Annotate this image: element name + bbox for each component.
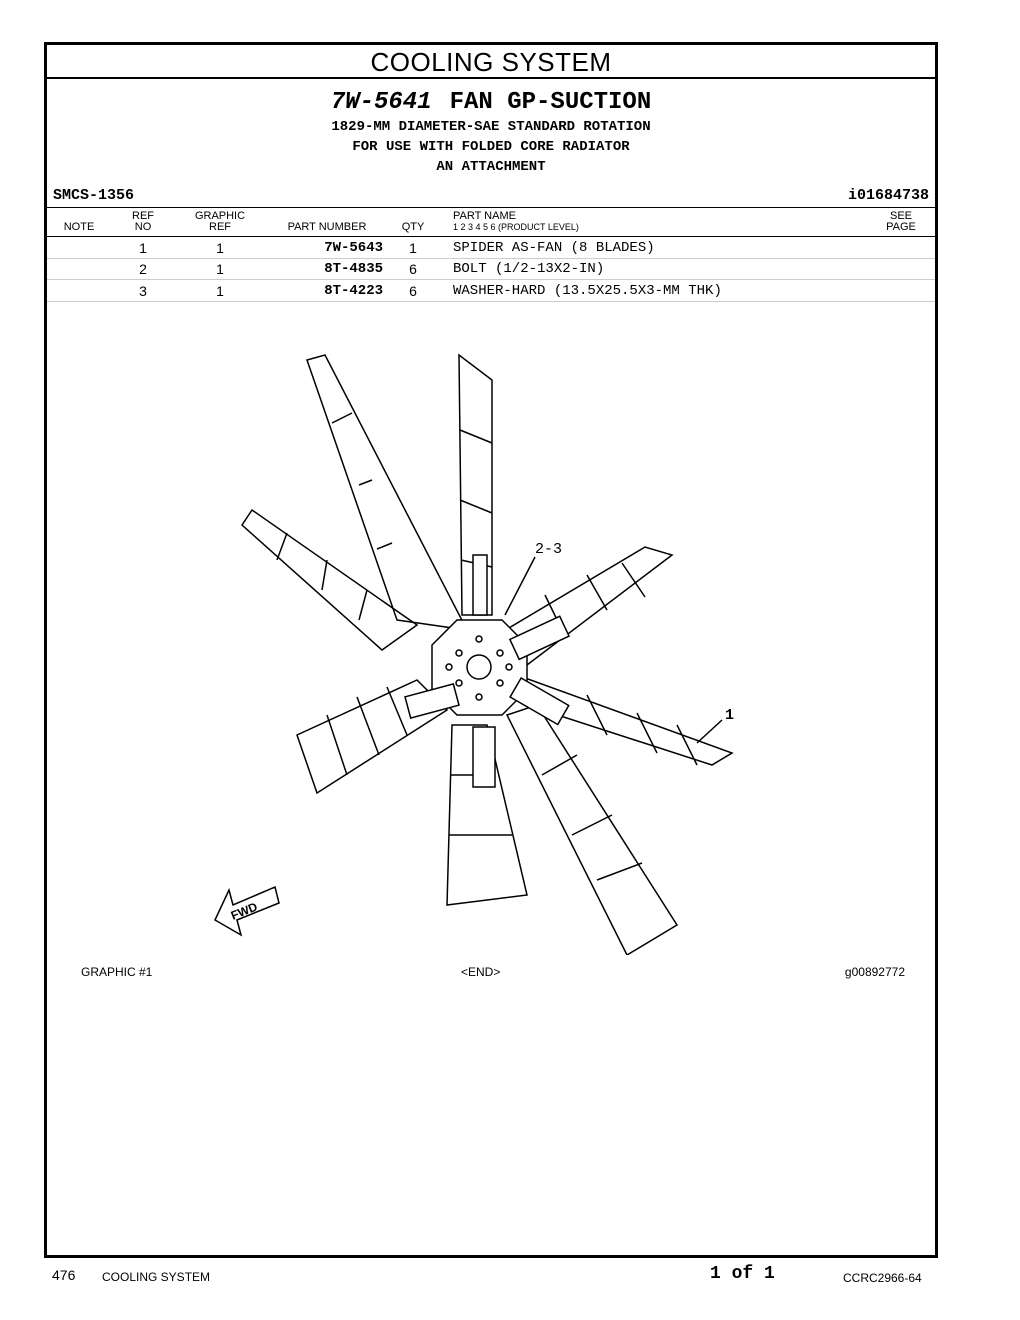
group-description-2: FOR USE WITH FOLDED CORE RADIATOR	[352, 139, 630, 155]
col-part-number: PART NUMBER	[287, 221, 367, 233]
doc-code: CCRC2966-64	[843, 1271, 922, 1285]
row-part-number[interactable]: 7W-5643	[324, 240, 383, 256]
group-description-3: AN ATTACHMENT	[436, 159, 546, 175]
section-title: COOLING SYSTEM	[47, 45, 935, 79]
row-part-number[interactable]: 8T-4835	[324, 261, 383, 277]
group-heading: 7W-5641 FAN GP-SUCTION	[47, 89, 935, 116]
end-label: <END>	[461, 965, 501, 979]
row-part-name: WASHER-HARD (13.5X25.5X3-MM THK)	[453, 283, 722, 299]
arm-plate	[509, 676, 570, 726]
callout-1: 1	[725, 707, 734, 724]
group-name: FAN GP-SUCTION	[449, 89, 652, 116]
fan-illustration: 2-3 1 FWD	[214, 353, 734, 955]
fan-blade	[241, 508, 419, 651]
fwd-label: FWD	[229, 899, 260, 922]
page-number: 476	[52, 1267, 76, 1283]
arm-plate	[472, 726, 496, 788]
fan-blade	[306, 354, 469, 631]
row-ref: 2	[139, 261, 147, 277]
table-header-rule	[47, 236, 935, 237]
row-qty: 1	[409, 240, 417, 256]
col-qty: QTY	[401, 221, 425, 233]
col-see-top: SEE	[889, 210, 912, 222]
arm-plate	[508, 615, 571, 661]
row-divider	[47, 301, 935, 302]
graphic-label: GRAPHIC #1	[81, 965, 153, 979]
group-part-number: 7W-5641	[330, 89, 432, 116]
arm-plate	[404, 682, 460, 720]
col-graphic-bottom: REF	[209, 221, 231, 233]
callout-2-3: 2-3	[535, 541, 562, 558]
row-ref: 3	[139, 283, 147, 299]
row-divider	[47, 279, 935, 280]
row-graphic-ref: 1	[216, 240, 224, 256]
footer-section: COOLING SYSTEM	[102, 1270, 211, 1284]
header-rule	[47, 207, 935, 208]
col-ref-bottom: NO	[134, 221, 152, 233]
row-qty: 6	[409, 261, 417, 277]
fan-blade	[505, 704, 679, 955]
row-graphic-ref: 1	[216, 261, 224, 277]
row-part-name: SPIDER AS-FAN (8 BLADES)	[453, 240, 655, 256]
document-id: i01684738	[847, 187, 929, 204]
row-part-number[interactable]: 8T-4223	[324, 283, 383, 299]
col-note: NOTE	[63, 221, 95, 233]
callout-leader	[504, 556, 536, 616]
col-graphic-top: GRAPHIC	[194, 210, 246, 222]
row-part-name: BOLT (1/2-13X2-IN)	[453, 261, 605, 277]
fan-blade	[296, 679, 449, 795]
col-product-level: 1 2 3 4 5 6 (PRODUCT LEVEL)	[453, 222, 579, 232]
row-graphic-ref: 1	[216, 283, 224, 299]
row-ref: 1	[139, 240, 147, 256]
row-divider	[47, 258, 935, 259]
col-ref-top: REF	[132, 210, 154, 222]
arm-plate	[472, 554, 488, 616]
graphic-id: g00892772	[844, 965, 905, 979]
smcs-code: SMCS-1356	[53, 187, 135, 204]
col-see-bottom: PAGE	[886, 221, 916, 233]
row-qty: 6	[409, 283, 417, 299]
page-of: 1 of 1	[710, 1264, 775, 1284]
col-part-name: PART NAME	[453, 210, 516, 222]
fwd-arrow	[214, 885, 280, 937]
page-frame: COOLING SYSTEM 7W-5641 FAN GP-SUCTION 182…	[44, 42, 938, 1258]
group-description-1: 1829-MM DIAMETER-SAE STANDARD ROTATION	[331, 119, 651, 135]
callout-leader	[696, 719, 723, 744]
